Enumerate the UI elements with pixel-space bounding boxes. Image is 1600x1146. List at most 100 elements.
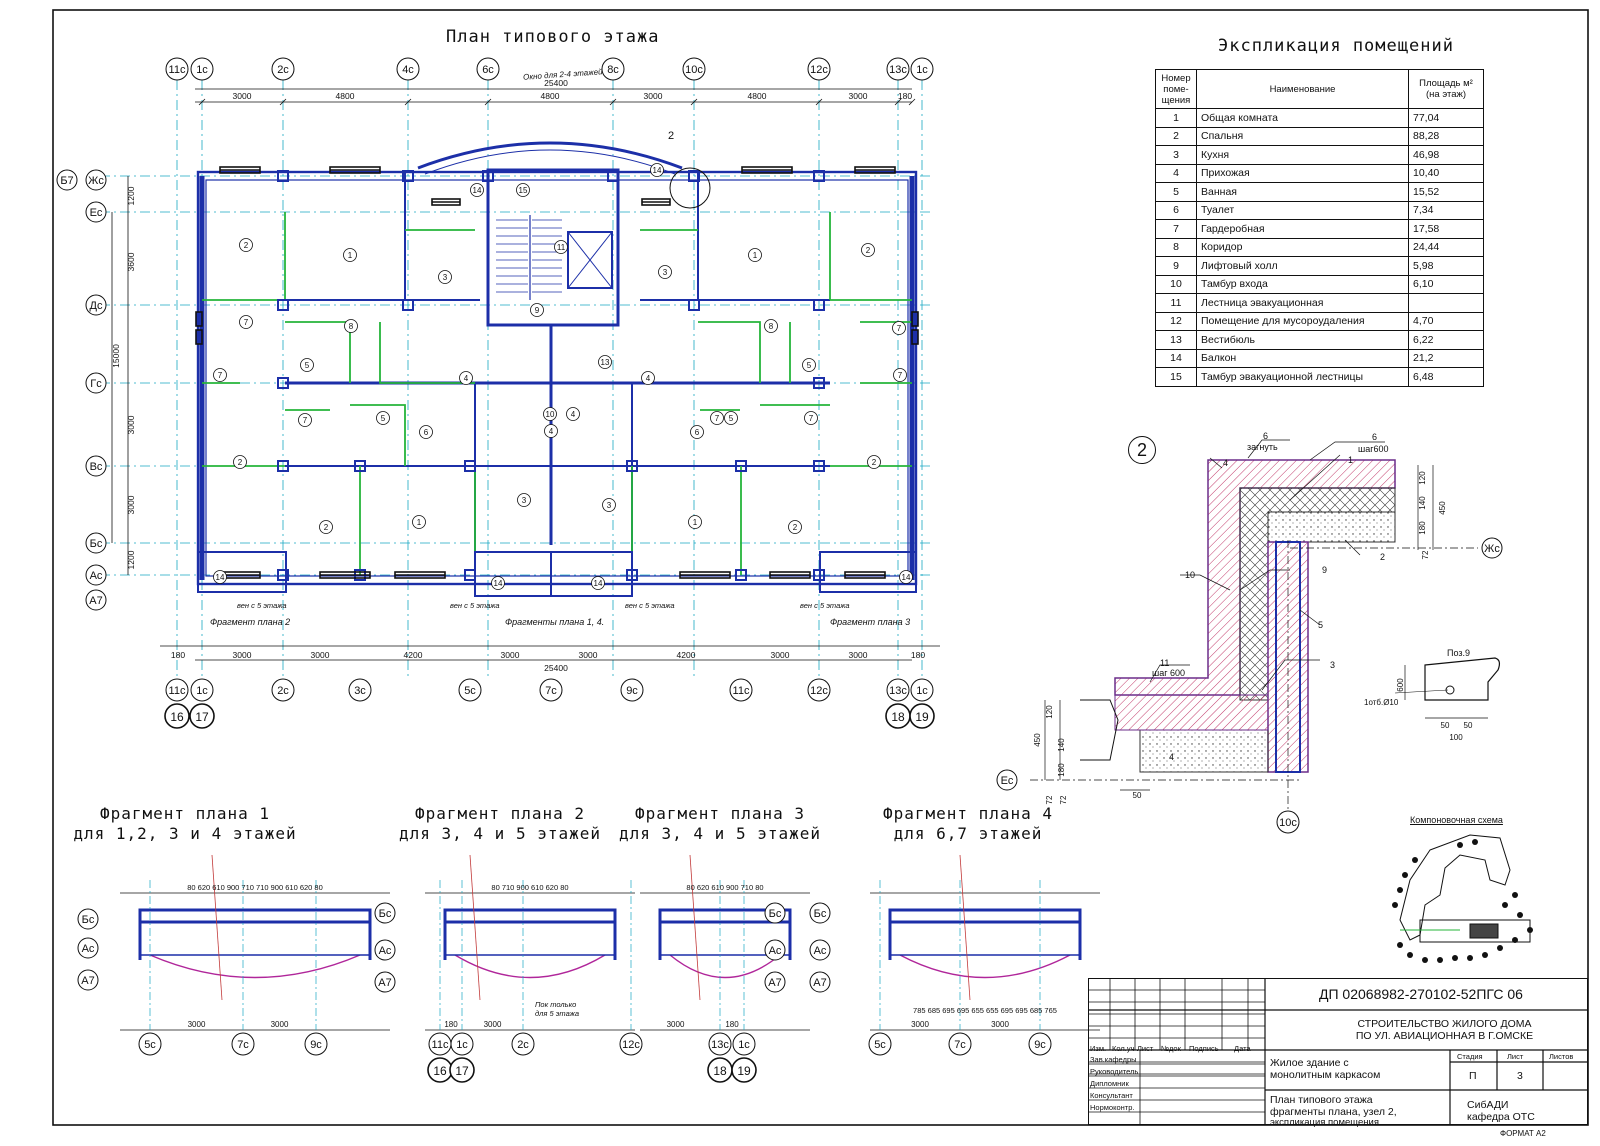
fragment-axis-side-1: Ас (814, 945, 827, 957)
overall-dim-top: 25400 (544, 78, 568, 88)
left-dim-3: 3000 (126, 415, 136, 434)
explication-name: Балкон (1196, 348, 1409, 368)
explication-table: Номер поме- щения Наименование Площадь м… (1155, 69, 1484, 387)
node-label-12: шаг 600 (1152, 668, 1186, 678)
node-dim-3: 180 (1418, 521, 1427, 535)
room-marker-31: 4 (571, 410, 576, 419)
explication-name: Помещение для мусороудаления (1196, 311, 1409, 331)
room-marker-28: 9 (535, 306, 540, 315)
node-dim-6: 120 (1045, 705, 1054, 719)
doc-code: ДП 02068982-270102-52ПГС 06 (1319, 986, 1523, 1002)
axis-top-4: 6c (482, 64, 494, 76)
revision-header-5: Дата (1234, 1044, 1251, 1053)
axis-bottom-1: 1c (196, 685, 208, 697)
explication-name: Туалет (1196, 200, 1409, 220)
left-dim-1: 3600 (126, 252, 136, 271)
fragment-title-line1: Фрагмент плана 4 (882, 804, 1054, 823)
format-label: ФОРМАТ А2 (1500, 1129, 1546, 1138)
explication-name: Вестибюль (1196, 330, 1409, 350)
fragment-ref-1: 17 (455, 1064, 469, 1078)
axis-bottom-8: 12c (810, 685, 828, 697)
room-marker-19: 2 (793, 523, 798, 532)
room-marker-14: 1 (417, 518, 422, 527)
room-marker-38: 14 (594, 579, 603, 588)
explication-n: 12 (1155, 311, 1197, 331)
explication-name: Прихожая (1196, 163, 1409, 183)
explication-area: 7,34 (1408, 200, 1484, 220)
axis-bottom-6: 9c (626, 685, 638, 697)
axis-left-1: Жс (88, 175, 104, 187)
room-marker-24: 7 (809, 414, 814, 423)
explication-area: 21,2 (1408, 348, 1484, 368)
explication-n: 2 (1155, 126, 1197, 146)
role-label-2: Дипломник (1090, 1079, 1129, 1088)
col-area: Площадь м² (на этаж) (1408, 69, 1484, 109)
sheet-line3: экспликация помещения (1270, 1117, 1379, 1128)
role-label-3: Консультант (1090, 1091, 1133, 1100)
fragment-axis-bottom-2: 9с (310, 1039, 322, 1051)
room-marker-7: 8 (349, 322, 354, 331)
overall-dim-bottom: 25400 (544, 663, 568, 673)
axis-top-9: 1c (916, 64, 928, 76)
node-label-7: 9 (1322, 565, 1328, 575)
col-name: Наименование (1196, 69, 1409, 109)
explication-n: 1 (1155, 108, 1197, 128)
revision-header-0: Изм. (1090, 1044, 1107, 1053)
room-marker-12: 7 (303, 416, 308, 425)
node-dim-10: 72 (1059, 795, 1068, 804)
left-dim-5: 1200 (126, 550, 136, 569)
room-marker-29: 13 (601, 358, 610, 367)
node-label-1: загнуть (1247, 442, 1278, 452)
explication-name: Коридор (1196, 237, 1409, 257)
explication-n: 5 (1155, 182, 1197, 202)
role-label-1: Руководитель (1090, 1067, 1139, 1076)
explication-area: 6,22 (1408, 330, 1484, 350)
lift-shaft (567, 231, 613, 289)
axis-top-7: 12c (810, 64, 828, 76)
left-dim-0: 1200 (126, 186, 136, 205)
axis-top-3: 4c (402, 64, 414, 76)
left-dim-4: 3000 (126, 495, 136, 514)
explication-title: Экспликация помещений (1218, 36, 1454, 56)
sheet-ref-1: 17 (195, 710, 209, 724)
title-block: ДП 02068982-270102-52ПГС 06 СТРОИТЕЛЬСТВ… (1088, 978, 1588, 1128)
bottom-dim-1: 3000 (233, 650, 252, 660)
top-dim-2: 4800 (541, 91, 560, 101)
axis-bottom-3: 3c (354, 685, 366, 697)
pos9-label: 1отб.Ø10 (1364, 698, 1399, 707)
explication-area: 6,48 (1408, 367, 1484, 387)
bottom-dim-5: 3000 (579, 650, 598, 660)
explication-name: Лифтовый холл (1196, 256, 1409, 276)
fragment-title-line1: Фрагмент плана 2 (414, 804, 586, 823)
project-line1: СТРОИТЕЛЬСТВО ЖИЛОГО ДОМА (1357, 1018, 1532, 1030)
explication-area: 88,28 (1408, 126, 1484, 146)
explication-n: 10 (1155, 274, 1197, 294)
fragment-axis-side-0: Бс (769, 908, 782, 920)
bottom-dim-8: 3000 (849, 650, 868, 660)
fragment-axis-bottom-2: 1с (738, 1039, 750, 1051)
revision-header-2: Лист (1137, 1044, 1154, 1053)
col-number: Номер поме- щения (1155, 69, 1197, 109)
fragment-label-2: Фрагмент плана 2 (210, 617, 291, 627)
node-label-0: 6 (1263, 431, 1269, 441)
pos9-dim-0: 600 (1396, 678, 1405, 692)
axis-bottom-9: 13c (889, 685, 907, 697)
room-marker-18: 2 (324, 523, 329, 532)
revision-header-1: Кол.уч (1112, 1044, 1135, 1053)
fragment-dim-0: 3000 (188, 1020, 206, 1029)
fragment-axis-bottom-1: 1с (456, 1039, 468, 1051)
explication-area: 46,98 (1408, 145, 1484, 165)
